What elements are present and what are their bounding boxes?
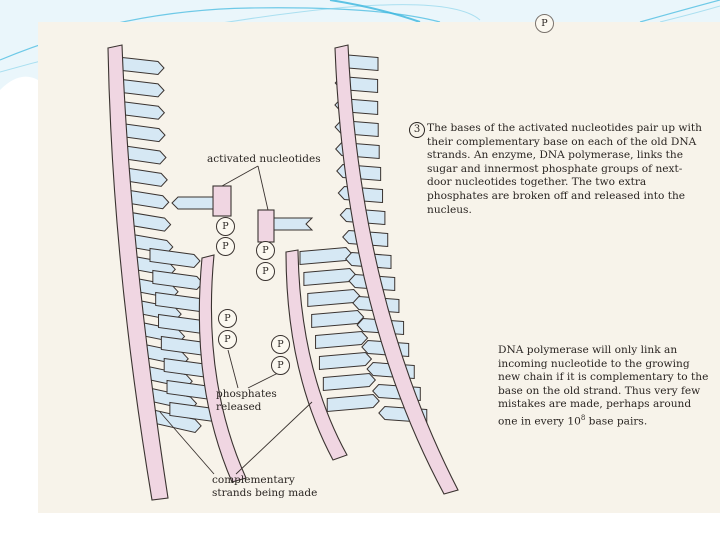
note-text-start: DNA polymerase will only link an incomin… bbox=[498, 344, 709, 428]
step-number-badge: 3 bbox=[409, 122, 425, 138]
phosphate-circle-1: P bbox=[216, 237, 235, 256]
new-strand-left bbox=[198, 254, 247, 483]
base-rungs bbox=[120, 53, 428, 433]
left-base-rung-2 bbox=[120, 100, 166, 120]
left-base-rung-1 bbox=[121, 78, 165, 98]
note-text-end: base pairs. bbox=[585, 415, 648, 428]
pair-rung-right-7 bbox=[326, 393, 380, 413]
phosphate-circle-6: P bbox=[271, 335, 290, 354]
pair-rung-right-2 bbox=[307, 288, 361, 308]
phosphate-circle-7: P bbox=[271, 356, 290, 375]
phosphate-circle-0: P bbox=[216, 217, 235, 236]
leader-lines bbox=[159, 165, 313, 475]
backbone-strands bbox=[107, 44, 459, 501]
phosphate-circle-top: P bbox=[535, 14, 554, 33]
label-activated-nucleotides: activated nucleotides bbox=[207, 153, 321, 165]
old-strand-right bbox=[334, 44, 459, 495]
nucleotide-sugar-right bbox=[257, 209, 275, 243]
phosphate-circle-5: P bbox=[218, 330, 237, 349]
leader-activated-left bbox=[221, 165, 259, 187]
nucleotide-base-left bbox=[171, 196, 214, 210]
step-description: The bases of the activated nucleotides p… bbox=[427, 122, 702, 216]
leader-activated-right bbox=[257, 165, 269, 211]
pair-rung-right-0 bbox=[299, 246, 353, 266]
label-phosphates-released: phosphates released bbox=[216, 388, 277, 413]
leader-phosphates-right bbox=[247, 371, 281, 389]
phosphate-circle-3: P bbox=[256, 262, 275, 281]
old-strand-left bbox=[107, 44, 169, 501]
pair-rung-right-4 bbox=[315, 330, 369, 350]
left-base-rung-0 bbox=[121, 56, 165, 76]
new-strand-right bbox=[285, 249, 348, 461]
leader-phosphates-left bbox=[227, 349, 239, 389]
nucleotide-base-right bbox=[273, 217, 314, 231]
note-exponent: 8 bbox=[580, 413, 586, 422]
pair-rung-right-3 bbox=[311, 309, 365, 329]
phosphate-circle-2: P bbox=[256, 241, 275, 260]
leader-complementary-left bbox=[159, 411, 215, 475]
pair-rung-left-0 bbox=[149, 247, 201, 269]
left-base-rung-3 bbox=[121, 122, 166, 143]
pair-rung-right-1 bbox=[303, 267, 357, 287]
nucleotide-sugar-left bbox=[212, 185, 232, 217]
pair-rung-right-6 bbox=[322, 372, 377, 392]
label-complementary-strands: complementary strands being made bbox=[212, 474, 318, 499]
pair-rung-right-5 bbox=[318, 351, 373, 371]
phosphate-circle-4: P bbox=[218, 309, 237, 328]
leader-complementary-right bbox=[235, 401, 313, 475]
polymerase-note: DNA polymerase will only link an incomin… bbox=[498, 344, 710, 429]
activated-nucleotides bbox=[171, 185, 314, 243]
